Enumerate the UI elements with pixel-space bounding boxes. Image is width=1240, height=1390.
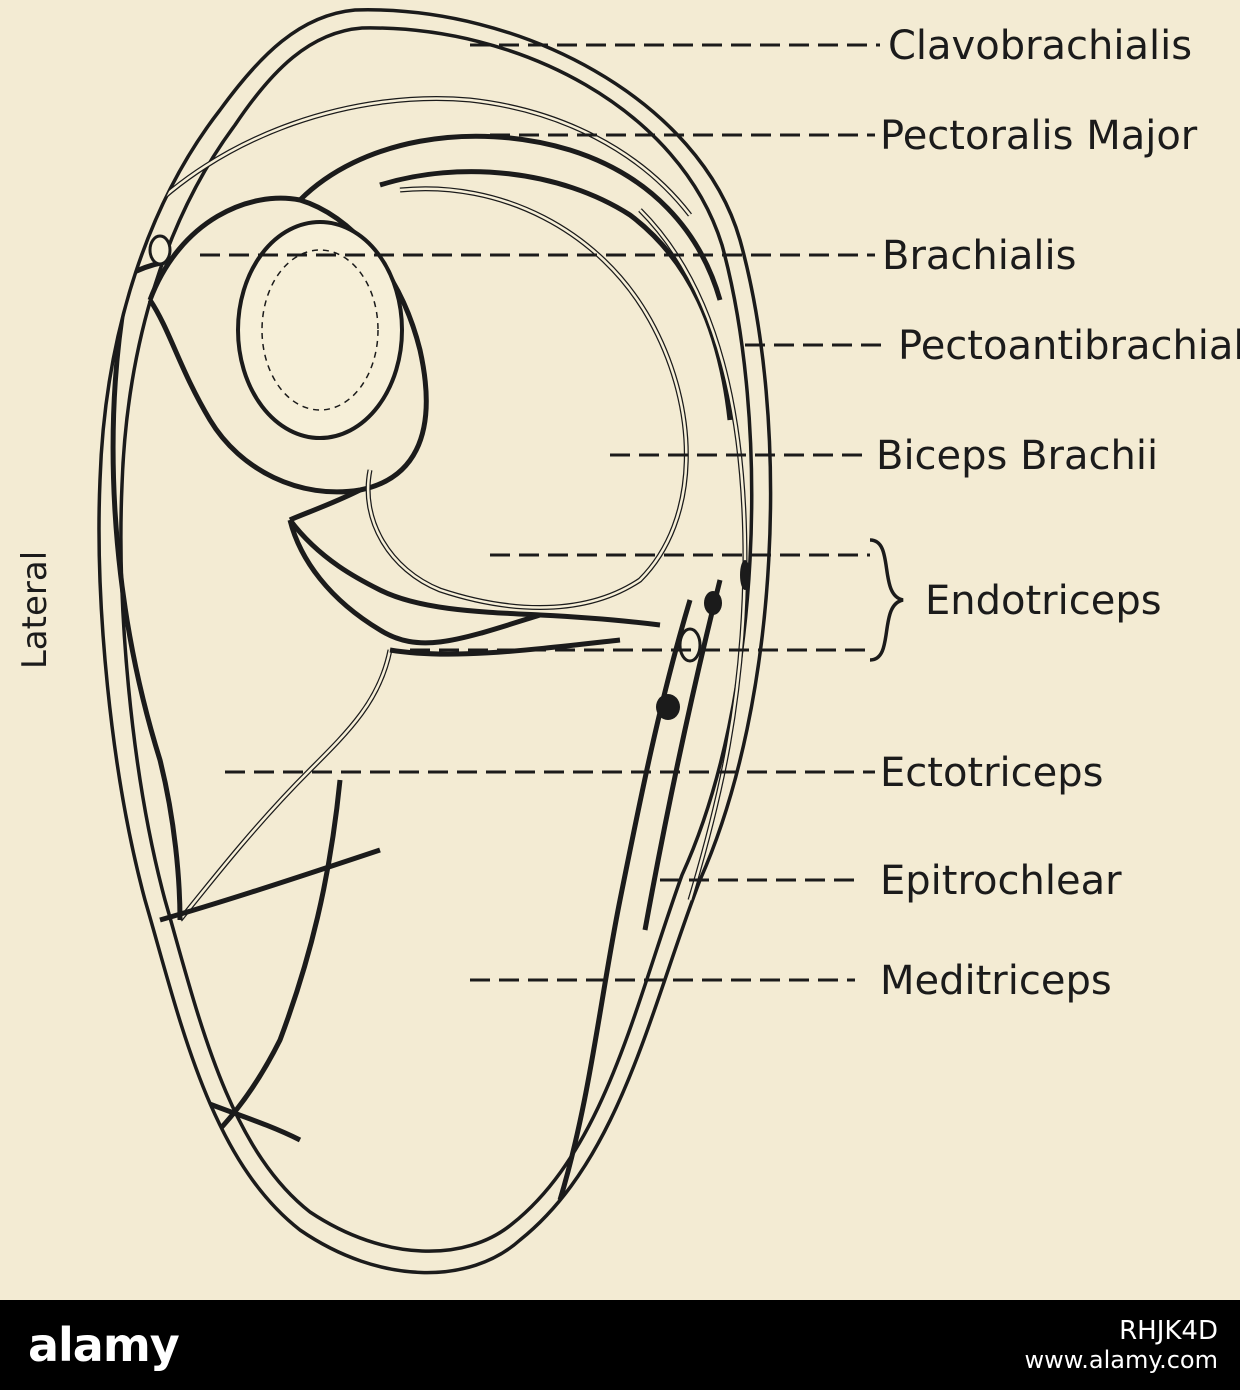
leader-lines xyxy=(200,43,904,982)
arm-cross-section: Clavobrachialis Pectoralis Major Brachia… xyxy=(15,8,1240,1275)
label-endotriceps: Endotriceps xyxy=(925,578,1162,624)
label-brachialis: Brachialis xyxy=(882,233,1076,279)
label-clavobrachialis: Clavobrachialis xyxy=(888,23,1192,69)
vessels xyxy=(148,234,750,720)
image-code: RHJK4D xyxy=(1119,1316,1218,1346)
stock-banner: alamy RHJK4D www.alamy.com xyxy=(0,1300,1240,1390)
site-url: www.alamy.com xyxy=(1024,1346,1218,1374)
label-pectoralis-major: Pectoralis Major xyxy=(880,113,1198,159)
label-ectotriceps: Ectotriceps xyxy=(880,750,1104,796)
alamy-logo: alamy xyxy=(28,1318,180,1372)
image-info: RHJK4D www.alamy.com xyxy=(1025,1316,1218,1374)
anatomy-diagram: Clavobrachialis Pectoralis Major Brachia… xyxy=(15,8,1240,1275)
label-lateral: Lateral xyxy=(15,551,55,669)
label-epitrochlear: Epitrochlear xyxy=(880,858,1122,904)
label-pectoantibrachialis: Pectoantibrachialis xyxy=(898,323,1240,369)
label-biceps-brachii: Biceps Brachii xyxy=(876,433,1158,479)
humerus-bone xyxy=(236,220,404,440)
label-meditriceps: Meditriceps xyxy=(880,958,1112,1004)
muscle-septa xyxy=(110,96,748,1201)
